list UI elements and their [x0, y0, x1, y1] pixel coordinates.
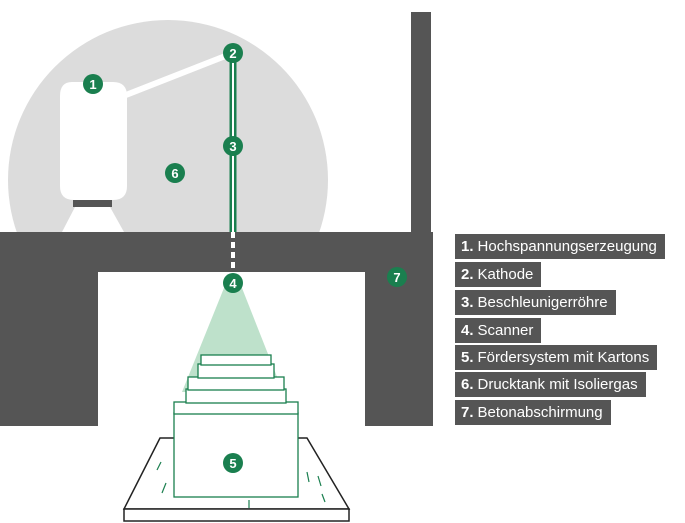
svg-text:7: 7	[393, 270, 400, 285]
marker-5: 5	[223, 453, 243, 473]
legend-item-3: 3.Beschleunigerröhre	[455, 290, 616, 315]
svg-text:1: 1	[89, 77, 96, 92]
legend-item-1: 1.Hochspannungserzeugung	[455, 234, 665, 259]
marker-2: 2	[223, 43, 243, 63]
marker-6: 6	[165, 163, 185, 183]
hv-cable	[124, 50, 235, 98]
legend-item-2: 2.Kathode	[455, 262, 542, 287]
legend-item-7: 7.Betonabschirmung	[455, 400, 611, 425]
marker-7: 7	[387, 267, 407, 287]
svg-text:5: 5	[229, 456, 236, 471]
svg-text:2: 2	[229, 46, 236, 61]
concrete-shielding	[0, 12, 433, 426]
legend-item-6: 6.Drucktank mit Isoliergas	[455, 372, 646, 397]
svg-text:4: 4	[229, 276, 237, 291]
marker-1: 1	[83, 74, 103, 94]
legend-item-5: 5.Fördersystem mit Kartons	[455, 345, 658, 370]
svg-text:3: 3	[229, 139, 236, 154]
high-voltage-generator	[60, 82, 127, 232]
marker-3: 3	[223, 136, 243, 156]
marker-4: 4	[223, 273, 243, 293]
svg-text:6: 6	[171, 166, 178, 181]
legend-item-4: 4.Scanner	[455, 318, 542, 343]
